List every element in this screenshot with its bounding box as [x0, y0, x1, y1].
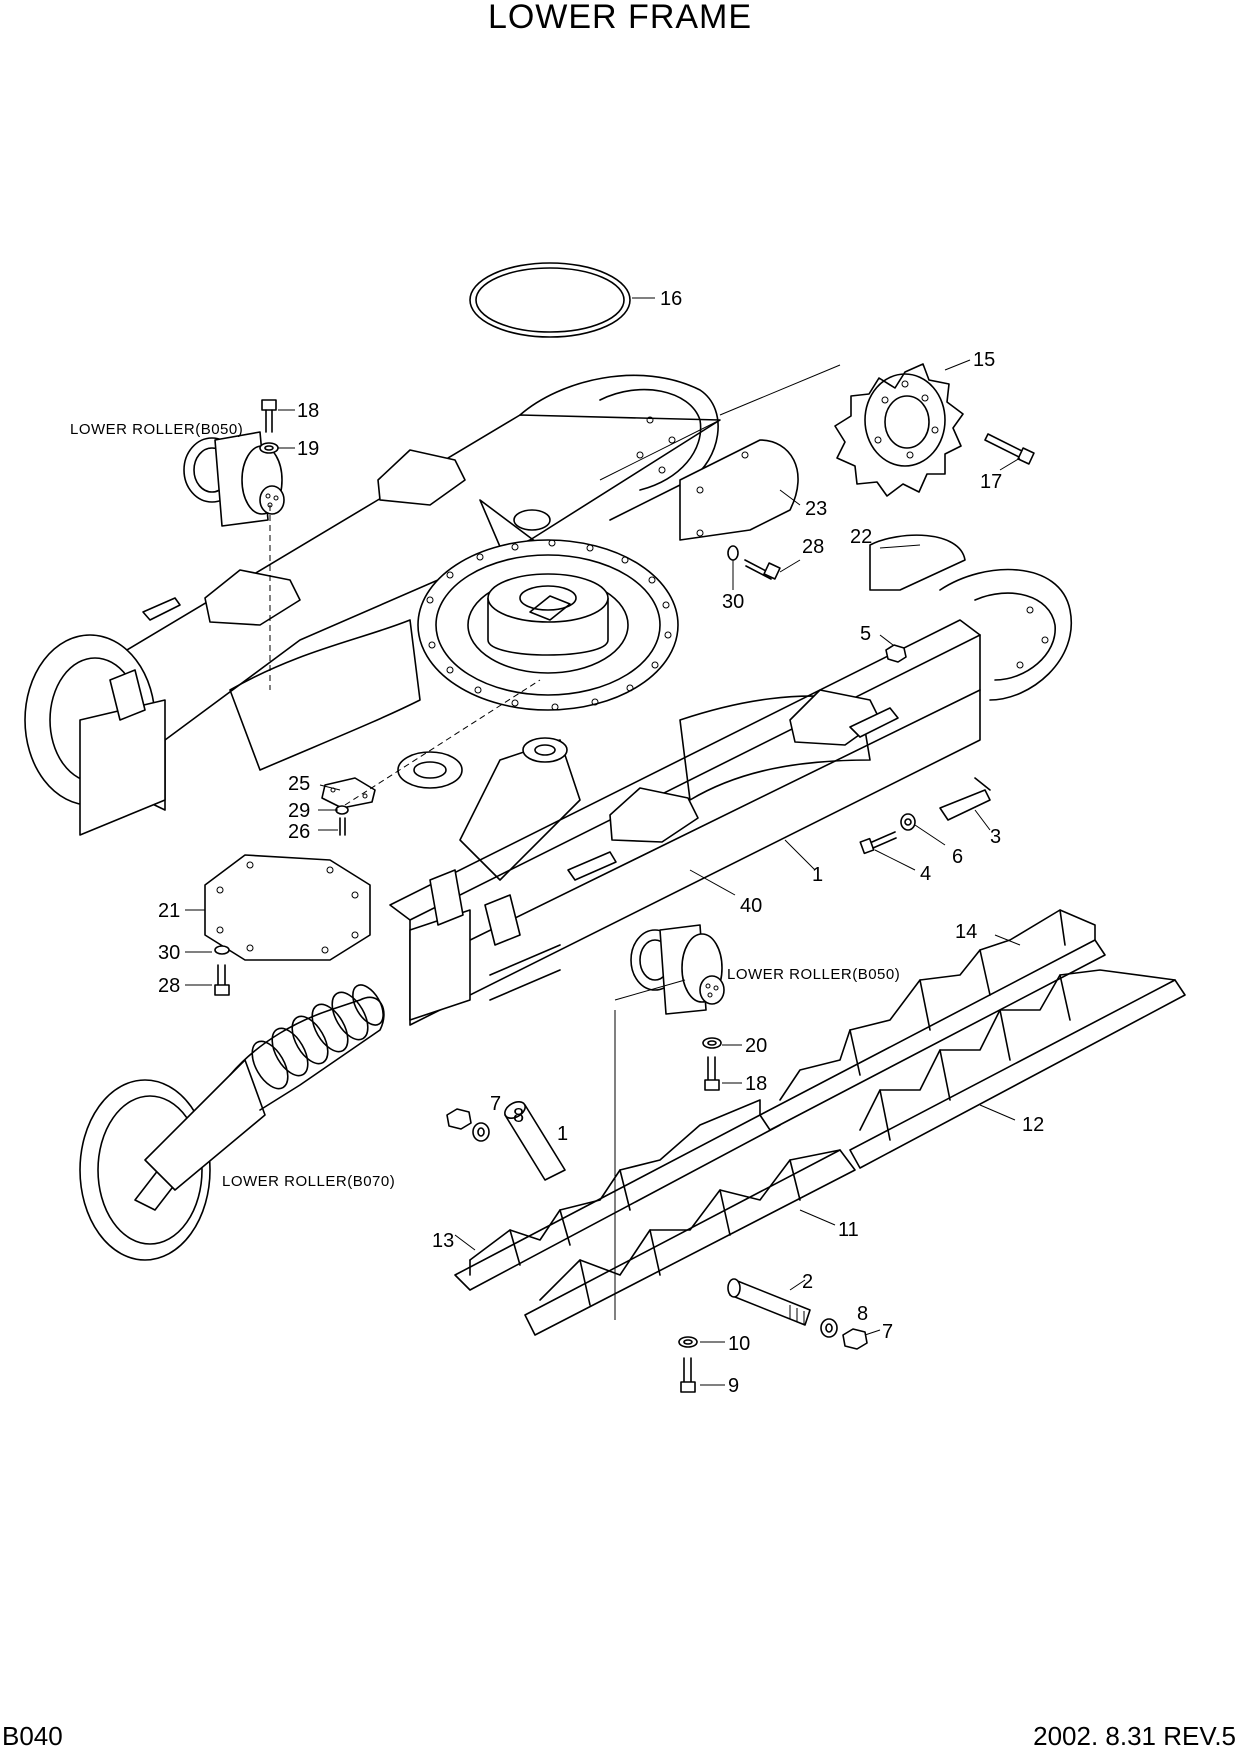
- nut-5-part: [885, 644, 907, 663]
- nut-7-8-upper-part: [446, 1108, 490, 1142]
- callout-15: 15: [973, 349, 995, 371]
- clip-3-part: [939, 777, 991, 821]
- track-guard-14: [759, 909, 1106, 1131]
- callout-10: 10: [728, 1333, 750, 1355]
- callout-4: 4: [920, 863, 931, 885]
- pin-1-part: [504, 1101, 566, 1181]
- callout-7-lower: 7: [882, 1321, 893, 1343]
- bolt-9-10-part: [678, 1336, 698, 1393]
- callout-8-upper: 8: [513, 1105, 524, 1127]
- callout-28-upper: 28: [802, 536, 824, 558]
- callout-19: 19: [297, 438, 319, 460]
- callout-26: 26: [288, 821, 310, 843]
- callout-18-lower: 18: [745, 1073, 767, 1095]
- callout-13: 13: [432, 1230, 454, 1252]
- callout-18-upper: 18: [297, 400, 319, 422]
- callout-21: 21: [158, 900, 180, 922]
- callout-20: 20: [745, 1035, 767, 1057]
- callout-2: 2: [802, 1271, 813, 1293]
- callout-14: 14: [955, 921, 977, 943]
- callout-3: 3: [990, 826, 1001, 848]
- revision-date: 2002. 8.31 REV.5: [1033, 1721, 1236, 1751]
- bolt-17-part: [984, 433, 1035, 465]
- callout-11: 11: [838, 1219, 859, 1241]
- callout-7-upper: 7: [490, 1093, 501, 1115]
- callout-40: 40: [740, 895, 762, 917]
- bearing-bolt-holes: [426, 539, 672, 711]
- callout-28-lower: 28: [158, 975, 180, 997]
- callout-6: 6: [952, 846, 963, 868]
- callout-29: 29: [288, 800, 310, 822]
- lower-frame-body: [24, 374, 1073, 1026]
- callout-17: 17: [980, 471, 1002, 493]
- callout-25: 25: [288, 773, 310, 795]
- callout-9: 9: [728, 1375, 739, 1397]
- callout-1-upper: 1: [812, 864, 823, 886]
- page-title: LOWER FRAME: [487, 0, 753, 36]
- idler-recoil-spring: [79, 984, 385, 1261]
- callout-30-upper: 30: [722, 591, 744, 613]
- callout-22: 22: [850, 526, 872, 548]
- track-guard-13: [454, 1099, 781, 1291]
- pin-2-part: [727, 1278, 811, 1326]
- callout-16: 16: [660, 288, 682, 310]
- leader-lines: [185, 297, 1021, 1386]
- callout-30-lower: 30: [158, 942, 180, 964]
- callout-23: 23: [805, 498, 827, 520]
- note-lower-roller-b070: LOWER ROLLER(B070): [222, 1173, 395, 1190]
- note-lower-roller-b050-middle: LOWER ROLLER(B050): [727, 966, 900, 983]
- roller-notes: LOWER ROLLER(B050) LOWER ROLLER(B050) LO…: [70, 421, 900, 1190]
- bolt-18-upper-part: [259, 399, 279, 454]
- diagram-code: B040: [2, 1721, 63, 1751]
- callout-labels: 16 15 17 18 19 23 28 30 22 5 3 6 4 1 40 …: [158, 288, 1044, 1397]
- note-lower-roller-b050-upper: LOWER ROLLER(B050): [70, 421, 243, 438]
- cover-25-part: [321, 777, 376, 836]
- track-guard-12: [849, 969, 1186, 1169]
- bolt-28-30-upper-part: [727, 545, 781, 580]
- callout-8-lower: 8: [857, 1303, 868, 1325]
- o-ring-part: [469, 262, 631, 338]
- callout-5: 5: [860, 623, 871, 645]
- lower-roller-upper-left: [183, 431, 285, 527]
- sprocket-part: [834, 363, 964, 497]
- nut-7-8-lower-part: [820, 1318, 868, 1350]
- track-guard-11: [524, 1149, 856, 1336]
- cover-21-part: [204, 854, 371, 996]
- lower-roller-middle: [630, 924, 725, 1015]
- bolt-18-lower-part: [702, 1037, 722, 1091]
- callout-1-lower: 1: [557, 1123, 568, 1145]
- callout-12: 12: [1022, 1114, 1044, 1136]
- bolt-4-6-part: [859, 813, 916, 855]
